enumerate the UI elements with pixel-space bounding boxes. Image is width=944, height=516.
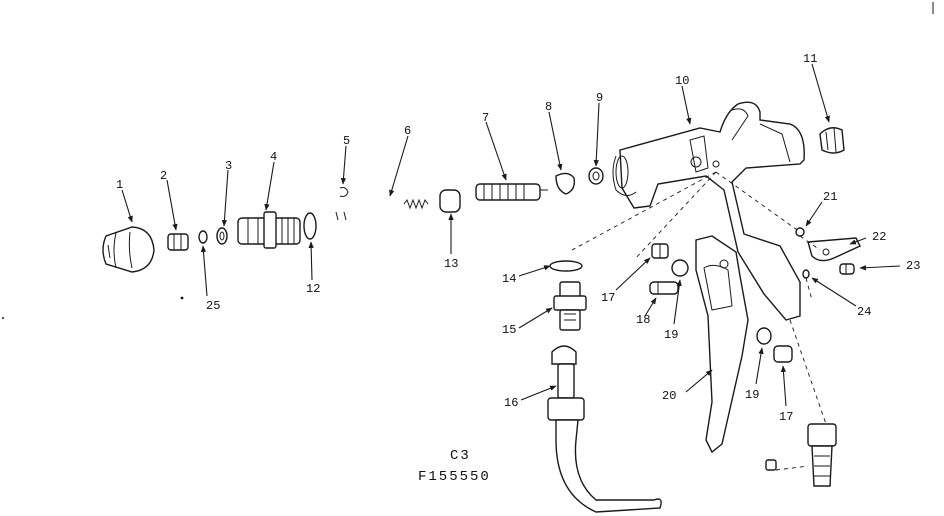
callout-17-upper: 17 [601,291,615,305]
callout-14: 14 [502,272,516,286]
callout-19-upper: 19 [664,328,678,342]
callout-6: 6 [404,124,411,138]
callout-1: 1 [116,178,123,192]
callout-5: 5 [343,134,350,148]
callout-20: 20 [662,389,676,403]
callout-15: 15 [502,323,516,337]
part-24-ball [802,269,810,279]
callout-21: 21 [823,190,837,204]
part-21-screw [795,227,805,237]
callout-8: 8 [545,100,552,114]
callout-3: 3 [225,159,232,173]
margin-dot-left [2,317,4,319]
callout-19-lower: 19 [745,388,759,402]
part-19-washer-lower [756,327,772,345]
part-23-pin [839,263,855,275]
part-19-washer-upper [671,259,689,277]
part-5-clip [335,187,349,221]
callout-22: 22 [872,230,886,244]
callout-9: 9 [596,91,603,105]
part-3-seal [216,227,228,245]
callout-23: 23 [906,259,920,273]
swivel-inlet [765,423,837,487]
part-10-gun-body [612,101,805,321]
part-17-pivot-pin-upper [651,243,669,259]
assembly-guide-lines [571,171,827,471]
callout-labels: 1 2 3 4 5 6 7 8 9 10 11 12 13 14 15 16 1… [116,52,920,424]
callout-18: 18 [636,313,650,327]
callout-13: 13 [444,257,458,271]
callout-25: 25 [206,299,220,313]
part-11-nut [819,127,845,154]
leader-lines [121,63,901,407]
stray-dot [180,296,184,300]
callout-7: 7 [482,111,489,125]
part-6-spring [403,189,461,213]
part-1-tip-guard [102,226,155,273]
part-9-washer [588,167,604,185]
part-17-pivot-pin-lower [773,345,793,363]
part-12-o-ring [303,212,317,240]
callout-2: 2 [160,169,167,183]
drawing-code: C3 [450,448,471,464]
part-4-tip-assembly [237,211,301,249]
part-15-swivel-fitting [553,281,587,331]
part-18-stud [649,281,679,295]
drawing-number: F155550 [418,469,491,485]
part-2-tip-holder [167,233,189,251]
callout-11: 11 [803,52,817,66]
part-7-fluid-needle [475,183,548,201]
callout-16: 16 [504,396,518,410]
part-8-cap [555,172,576,195]
part-14-gasket [549,260,583,272]
callout-4: 4 [270,150,277,164]
part-16-hose [547,345,662,513]
callout-10: 10 [675,74,689,88]
callout-17-lower: 17 [779,410,793,424]
part-20-trigger [695,235,749,454]
callout-24: 24 [857,305,871,319]
part-22-trigger-lock [807,237,861,262]
part-25-gasket [198,230,208,244]
callout-12: 12 [306,282,320,296]
